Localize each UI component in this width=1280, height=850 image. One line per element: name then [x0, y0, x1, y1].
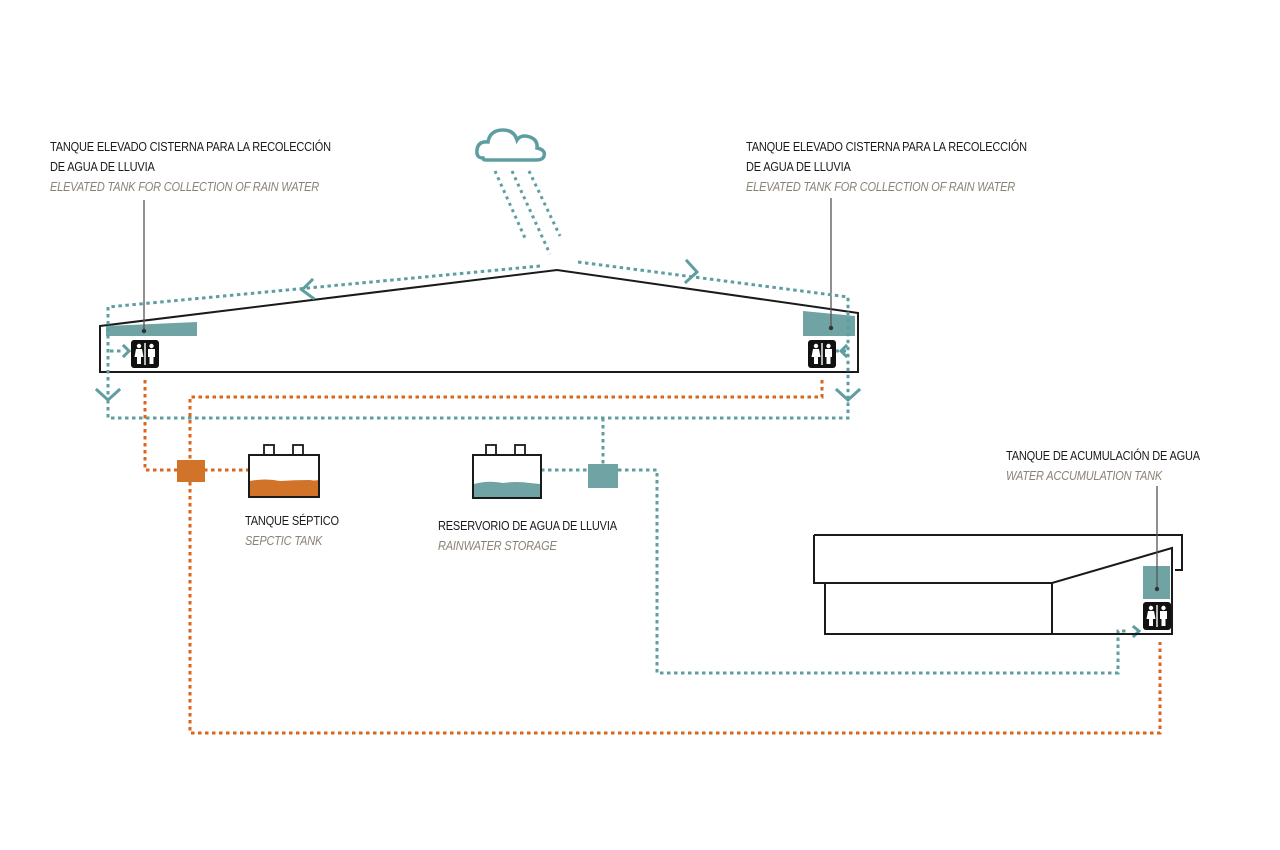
rainwater-storage-label-en: RAINWATER STORAGE: [438, 539, 557, 553]
sewage-pipes: [143, 380, 1162, 735]
right-tank-label: TANQUE ELEVADO CISTERNA PARA LA RECOLECC…: [746, 137, 1065, 197]
septic-tank-label-es: TANQUE SÉPTICO: [245, 514, 339, 528]
rain-streaks: [493, 170, 562, 255]
sewage-junction-box: [177, 460, 205, 482]
accumulation-tank-label-es: TANQUE DE ACUMULACIÓN DE AGUA: [1006, 449, 1200, 463]
chevron-arrow-icon: [94, 258, 1142, 639]
rainwater-pipes: [106, 260, 1126, 675]
accumulation-tank-label-en: WATER ACCUMULATION TANK: [1006, 469, 1163, 483]
left-tank-leader-dot: [141, 328, 147, 334]
right-tank-label-es-line2: DE AGUA DE LLUVIA: [746, 160, 851, 174]
left-tank-label-es-line2: DE AGUA DE LLUVIA: [50, 160, 155, 174]
septic-tank: [248, 444, 320, 498]
rainwater-junction-box: [588, 464, 618, 488]
rain-cloud-icon: [475, 128, 547, 162]
right-elevated-tank: [803, 311, 855, 336]
left-tank-label-es-line1: TANQUE ELEVADO CISTERNA PARA LA RECOLECC…: [50, 140, 331, 154]
accumulation-tank-label: TANQUE DE ACUMULACIÓN DE AGUA WATER ACCU…: [1006, 446, 1226, 486]
main-building-outline: [99, 268, 859, 373]
rainwater-storage-label: RESERVORIO DE AGUA DE LLUVIA RAINWATER S…: [438, 516, 641, 556]
restroom-icon: [808, 340, 836, 368]
left-tank-label-en: ELEVATED TANK FOR COLLECTION OF RAIN WAT…: [50, 180, 320, 194]
accumulation-tank-leader-dot: [1154, 586, 1160, 592]
right-tank-leader-dot: [828, 325, 834, 331]
right-tank-label-es-line1: TANQUE ELEVADO CISTERNA PARA LA RECOLECC…: [746, 140, 1027, 154]
rainwater-storage-tank: [472, 444, 542, 499]
secondary-building: [813, 534, 1183, 635]
rainwater-storage-label-es: RESERVORIO DE AGUA DE LLUVIA: [438, 519, 617, 533]
septic-tank-label: TANQUE SÉPTICO SEPCTIC TANK: [245, 511, 352, 551]
restroom-icon: [1143, 602, 1171, 630]
main-building: [99, 268, 859, 373]
left-elevated-tank: [106, 322, 197, 336]
septic-tank-label-en: SEPCTIC TANK: [245, 534, 323, 548]
left-tank-label: TANQUE ELEVADO CISTERNA PARA LA RECOLECC…: [50, 137, 369, 197]
restroom-icon: [131, 340, 159, 368]
right-tank-label-en: ELEVATED TANK FOR COLLECTION OF RAIN WAT…: [746, 180, 1016, 194]
